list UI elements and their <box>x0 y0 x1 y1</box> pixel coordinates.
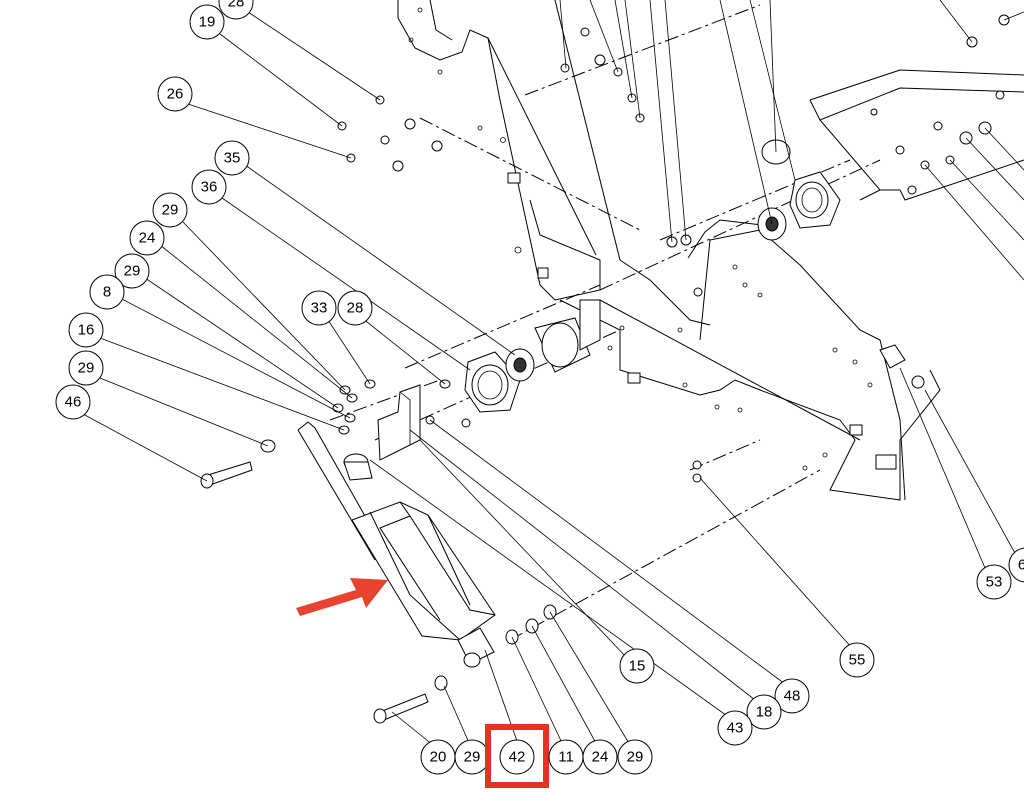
flange-bearing-upper <box>757 139 841 241</box>
svg-text:33: 33 <box>311 300 328 317</box>
svg-text:28: 28 <box>347 300 364 317</box>
svg-text:11: 11 <box>558 749 574 766</box>
callout-bubble: 48 <box>774 678 810 714</box>
svg-text:26: 26 <box>167 86 184 103</box>
svg-text:36: 36 <box>201 179 218 196</box>
callout-bubble: 29 <box>114 253 150 289</box>
svg-text:24: 24 <box>592 749 609 766</box>
pointer-arrow <box>296 578 388 616</box>
callout-bubble: 29 <box>152 192 188 228</box>
svg-text:46: 46 <box>65 394 82 411</box>
callout-bubble: 15 <box>619 648 655 684</box>
callout-bubble: 43 <box>717 710 753 746</box>
callout-bubble-highlighted: 42 <box>485 724 549 788</box>
callout-bubble: 11 <box>548 739 584 775</box>
svg-text:43: 43 <box>727 720 744 737</box>
svg-text:6: 6 <box>1018 557 1024 574</box>
svg-text:18: 18 <box>756 704 773 721</box>
svg-text:29: 29 <box>78 360 95 377</box>
svg-text:53: 53 <box>986 574 1003 591</box>
callout-bubble: 29 <box>454 739 490 775</box>
callout-bubble: 16 <box>68 312 104 348</box>
callout-bubble: 24 <box>582 739 618 775</box>
linear-actuator <box>297 421 496 668</box>
callout-bubble: 55 <box>839 642 875 678</box>
svg-text:8: 8 <box>103 284 111 301</box>
svg-text:29: 29 <box>162 202 179 219</box>
callout-bubble: 28 <box>218 0 254 20</box>
callout-bubble: 35 <box>214 140 250 176</box>
svg-text:15: 15 <box>629 658 646 675</box>
leader-lines <box>82 0 1024 746</box>
svg-text:16: 16 <box>78 322 95 339</box>
callout-bubble: 46 <box>55 384 91 420</box>
svg-text:29: 29 <box>627 749 644 766</box>
callout-bubble: 28 <box>337 290 373 326</box>
callout-bubble: 19 <box>189 4 225 40</box>
svg-text:29: 29 <box>124 263 141 280</box>
callout-bubble: 6 <box>1008 547 1024 583</box>
svg-text:24: 24 <box>139 230 156 247</box>
callout-bubble: 18 <box>746 694 782 730</box>
callout-bubble: 33 <box>301 290 337 326</box>
svg-text:29: 29 <box>464 749 481 766</box>
callout-bubble: 36 <box>191 169 227 205</box>
svg-text:28: 28 <box>228 0 245 11</box>
hardware-fasteners <box>200 14 1010 724</box>
svg-text:42: 42 <box>509 749 526 766</box>
main-frame-plate <box>397 0 1024 501</box>
callout-bubble: 24 <box>129 220 165 256</box>
callout-bubble: 29 <box>68 350 104 386</box>
svg-text:35: 35 <box>224 150 241 167</box>
svg-text:20: 20 <box>430 749 447 766</box>
callout-bubble: 53 <box>976 564 1012 600</box>
callout-bubble: 29 <box>617 739 653 775</box>
svg-text:19: 19 <box>199 14 216 31</box>
callout-bubble: 26 <box>157 76 193 112</box>
flange-bearing-lower <box>464 299 601 413</box>
callout-bubble: 20 <box>420 739 456 775</box>
callout-bubble: 8 <box>89 274 125 310</box>
svg-text:55: 55 <box>849 652 866 669</box>
svg-text:48: 48 <box>784 688 801 705</box>
